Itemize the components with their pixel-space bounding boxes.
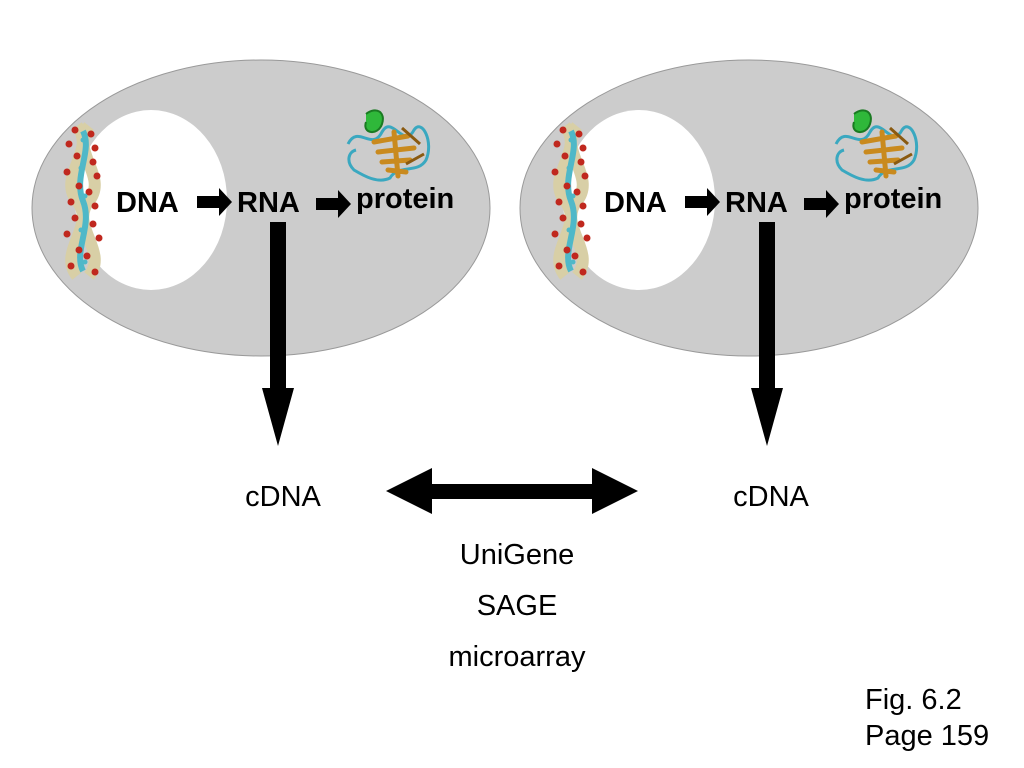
dna-label: DNA [604,187,667,219]
comparison-double-arrow [386,468,638,514]
cdna-label: cDNA [245,481,321,513]
arrow-rna-to-cdna [262,222,294,446]
method-item: UniGene [459,539,575,571]
rna-label: RNA [725,187,788,219]
cdna-label: cDNA [733,481,809,513]
nucleus [563,110,715,290]
nucleus [75,110,227,290]
cell-right: DNA RNA protein cDNA [519,59,979,513]
arrow-dna-to-rna [197,188,232,216]
arrow-rna-to-protein [804,190,839,218]
figure-caption: Fig. 6.2 Page 159 [865,682,989,754]
arrow-rna-to-cdna [751,222,783,446]
rna-label: RNA [237,187,300,219]
method-item: microarray [448,641,586,673]
protein-label: protein [356,183,454,215]
method-item: SAGE [476,590,558,622]
dna-label: DNA [116,187,179,219]
cell-left: DNA RNA protein cDNA [31,59,491,513]
protein-label: protein [844,183,942,215]
arrow-dna-to-rna [685,188,720,216]
comparison-methods-list: UniGene SAGE microarray [397,530,637,683]
arrow-rna-to-protein [316,190,351,218]
page-number: Page 159 [865,720,990,752]
figure-number: Fig. 6.2 [865,684,962,716]
